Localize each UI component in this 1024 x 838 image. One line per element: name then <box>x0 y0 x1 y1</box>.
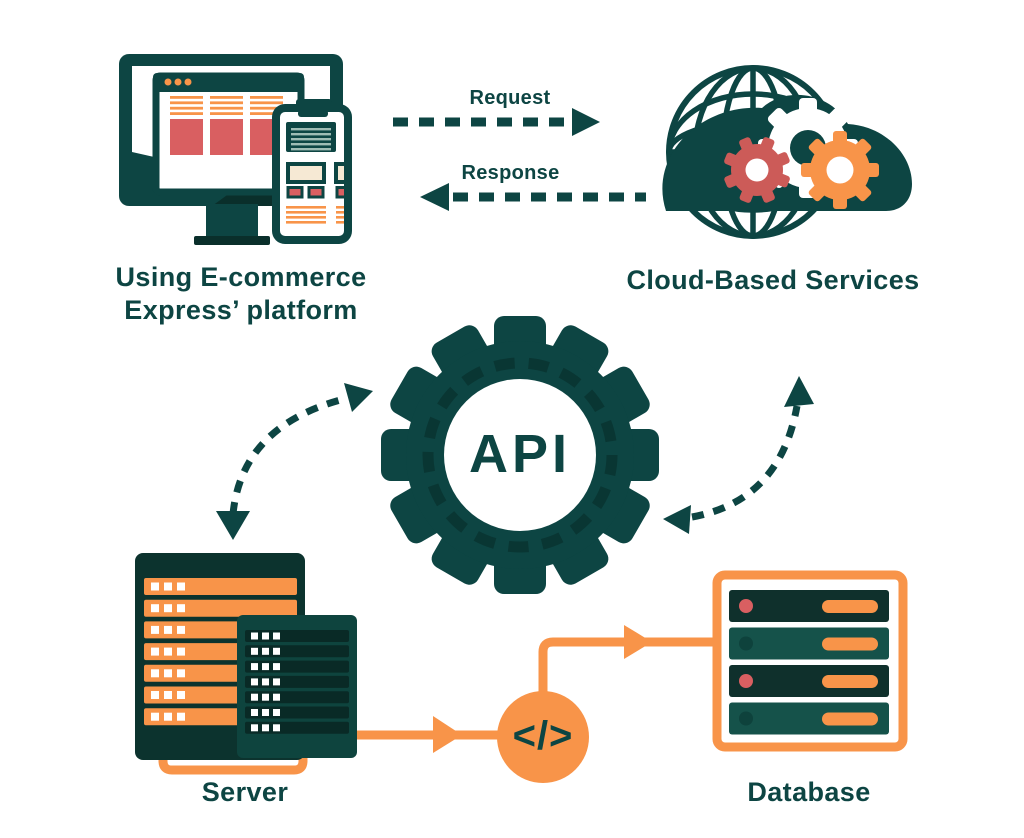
server-label: Server <box>201 777 289 807</box>
connector-server-to-code <box>357 716 500 753</box>
request-arrow <box>393 108 600 136</box>
database-label: Database <box>747 777 871 807</box>
response-arrow <box>420 183 646 211</box>
arrow-server-to-api <box>216 383 373 540</box>
response-label: Response <box>461 162 560 184</box>
browser-dot-icon <box>184 78 192 86</box>
connector-code-to-database <box>538 625 713 692</box>
smartphone-icon <box>272 99 352 244</box>
client-label-line2: Express’ platform <box>124 294 358 325</box>
arrowhead-left-icon <box>420 183 449 211</box>
arrowhead-right-icon <box>624 625 652 659</box>
database-bar <box>729 627 889 660</box>
browser-dot-icon <box>174 78 182 86</box>
code-node-icon <box>497 691 589 783</box>
server-illustration <box>135 553 357 775</box>
api-gear-icon <box>381 316 659 594</box>
arrowhead-right-icon <box>433 716 462 753</box>
smartphone-screen-content <box>286 122 344 224</box>
gear-orange-icon <box>801 131 879 209</box>
browser-column <box>170 96 203 155</box>
client-label: Using E-commerce Express’ platform <box>85 261 397 327</box>
database-bar <box>729 665 889 697</box>
database-bar <box>729 702 889 735</box>
cloud-services-illustration <box>662 65 912 239</box>
browser-window-icon <box>152 72 305 196</box>
cloud-label: Cloud-Based Services <box>626 265 920 295</box>
client-devices-illustration <box>119 54 352 245</box>
server-bracket <box>158 753 308 775</box>
arrowhead-right-icon <box>344 383 373 412</box>
browser-dot-icon <box>164 78 172 86</box>
request-label: Request <box>469 87 551 109</box>
arrowhead-down-icon <box>216 511 250 540</box>
arrowhead-right-icon <box>572 108 600 136</box>
code-brackets-label: </> <box>512 714 574 758</box>
client-label-line1: Using E-commerce <box>115 262 367 292</box>
browser-column <box>210 96 243 155</box>
arrow-api-to-cloud <box>663 376 814 534</box>
arrowhead-up-icon <box>784 376 814 407</box>
server-front-slots <box>245 630 349 734</box>
database-bar <box>729 590 889 622</box>
database-illustration <box>712 570 908 752</box>
arrowhead-left-icon <box>663 505 691 534</box>
gear-red-icon <box>724 137 790 203</box>
api-label: API <box>468 424 572 485</box>
